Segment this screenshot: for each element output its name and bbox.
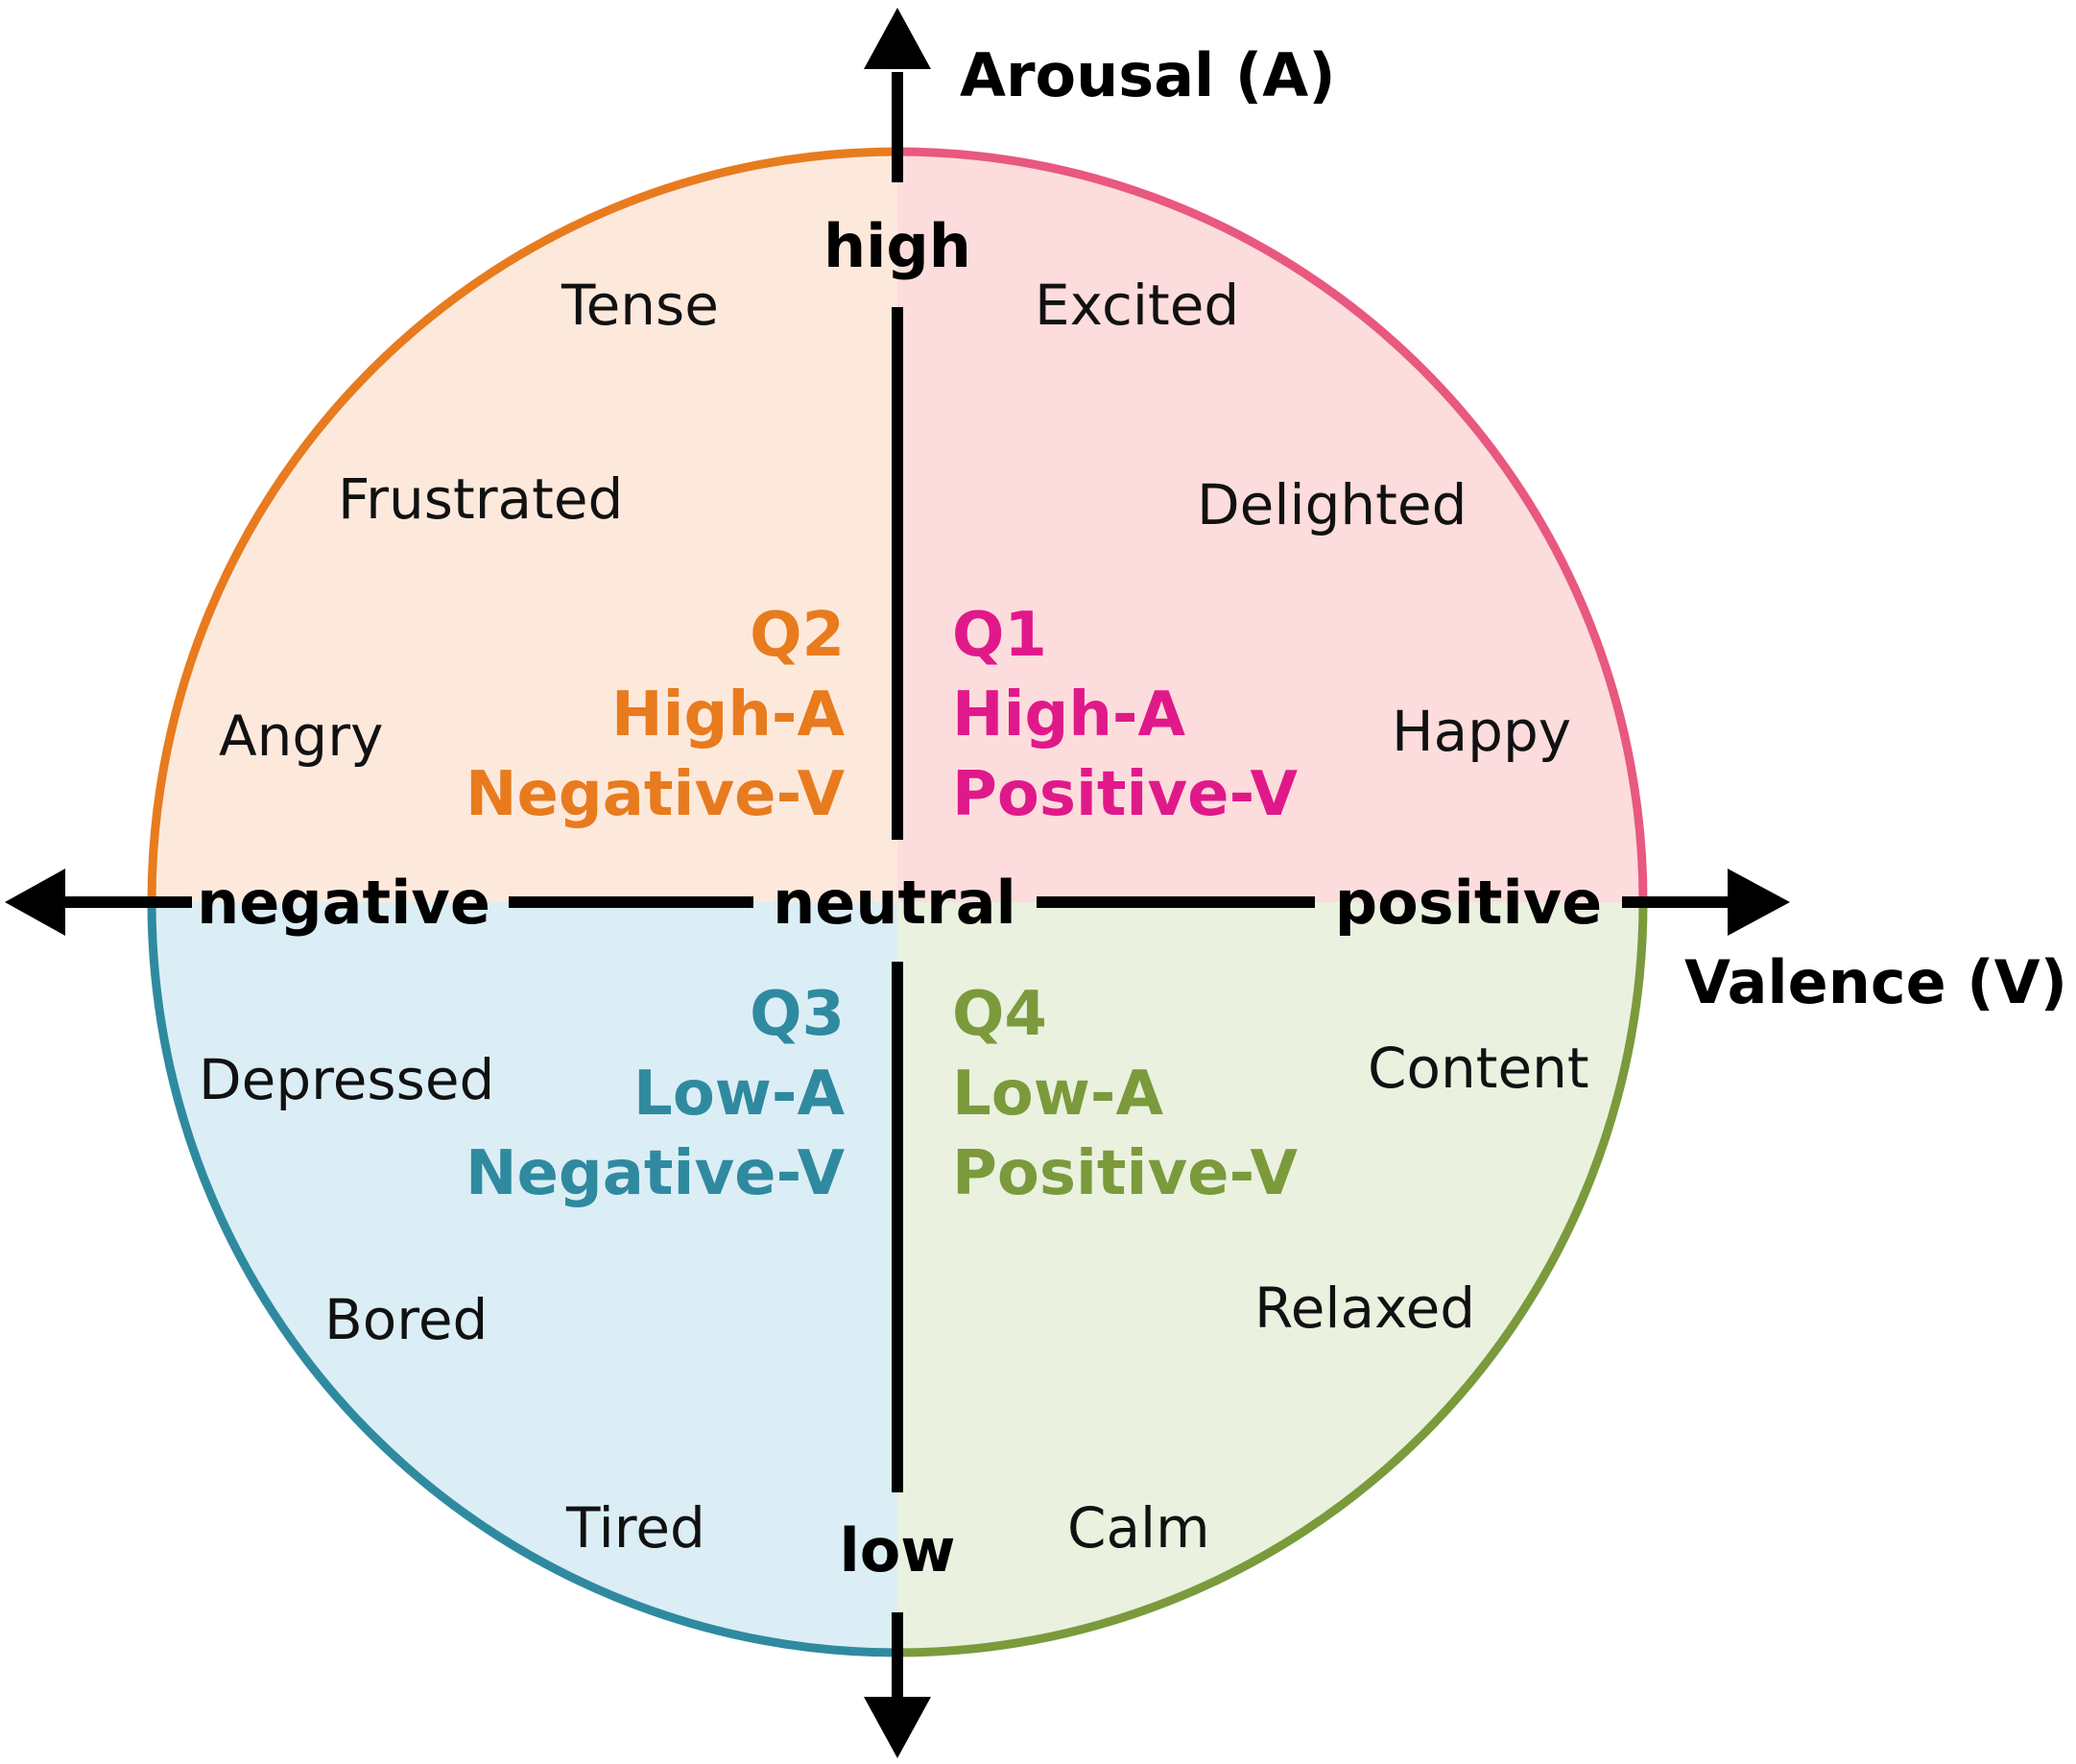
emotion-excited: Excited — [1035, 273, 1239, 338]
quadrant-q1-fill — [897, 152, 1643, 902]
quadrant-q3-arousal: Low-A — [633, 1059, 845, 1130]
valence-arrow-right-icon — [1728, 869, 1790, 936]
quadrant-q1-arc — [896, 147, 1648, 903]
quadrant-q3-fill — [152, 902, 897, 1653]
quadrant-q2-valence: Negative-V — [465, 759, 846, 830]
emotion-tense: Tense — [561, 273, 719, 338]
quadrant-q2-fill — [152, 152, 897, 902]
arousal-high-label: high — [823, 211, 971, 281]
arousal-low-label: low — [839, 1515, 955, 1585]
quadrant-q1-id: Q1 — [952, 600, 1047, 671]
quadrant-q4-fill — [897, 902, 1643, 1653]
quadrant-q2-arousal: High-A — [611, 679, 845, 751]
emotion-calm: Calm — [1067, 1495, 1210, 1561]
quadrant-q3-arc — [147, 901, 898, 1657]
quadrant-q1-arousal: High-A — [952, 679, 1185, 751]
quadrant-q2-arc — [147, 147, 898, 903]
valence-neutral-label: neutral — [773, 868, 1016, 938]
emotion-delighted: Delighted — [1197, 472, 1467, 537]
emotion-bored: Bored — [324, 1287, 488, 1352]
valence-arrow-left-icon — [5, 869, 65, 936]
emotion-relaxed: Relaxed — [1254, 1275, 1475, 1341]
quadrant-q4-valence: Positive-V — [952, 1138, 1298, 1209]
arousal-arrow-down-icon — [864, 1697, 931, 1758]
quadrant-q1-valence: Positive-V — [952, 759, 1298, 830]
quadrant-q4-arousal: Low-A — [952, 1059, 1163, 1130]
emotion-happy: Happy — [1392, 699, 1571, 764]
quadrant-q3-valence: Negative-V — [465, 1138, 846, 1209]
emotion-tired: Tired — [565, 1495, 705, 1561]
quadrant-q4-id: Q4 — [952, 979, 1047, 1050]
emotion-depressed: Depressed — [199, 1047, 494, 1112]
quadrant-q2-id: Q2 — [750, 600, 845, 671]
emotion-content: Content — [1368, 1036, 1589, 1101]
emotion-angry: Angry — [219, 703, 383, 769]
arousal-axis-title: Arousal (A) — [960, 40, 1336, 110]
valence-axis-title: Valence (V) — [1684, 947, 2067, 1017]
emotion-frustrated: Frustrated — [338, 466, 623, 532]
valence-negative-label: negative — [197, 868, 490, 938]
arousal-arrow-up-icon — [864, 8, 931, 69]
valence-positive-label: positive — [1335, 868, 1603, 938]
quadrant-q4-arc — [896, 901, 1648, 1657]
quadrant-q3-id: Q3 — [750, 979, 845, 1050]
